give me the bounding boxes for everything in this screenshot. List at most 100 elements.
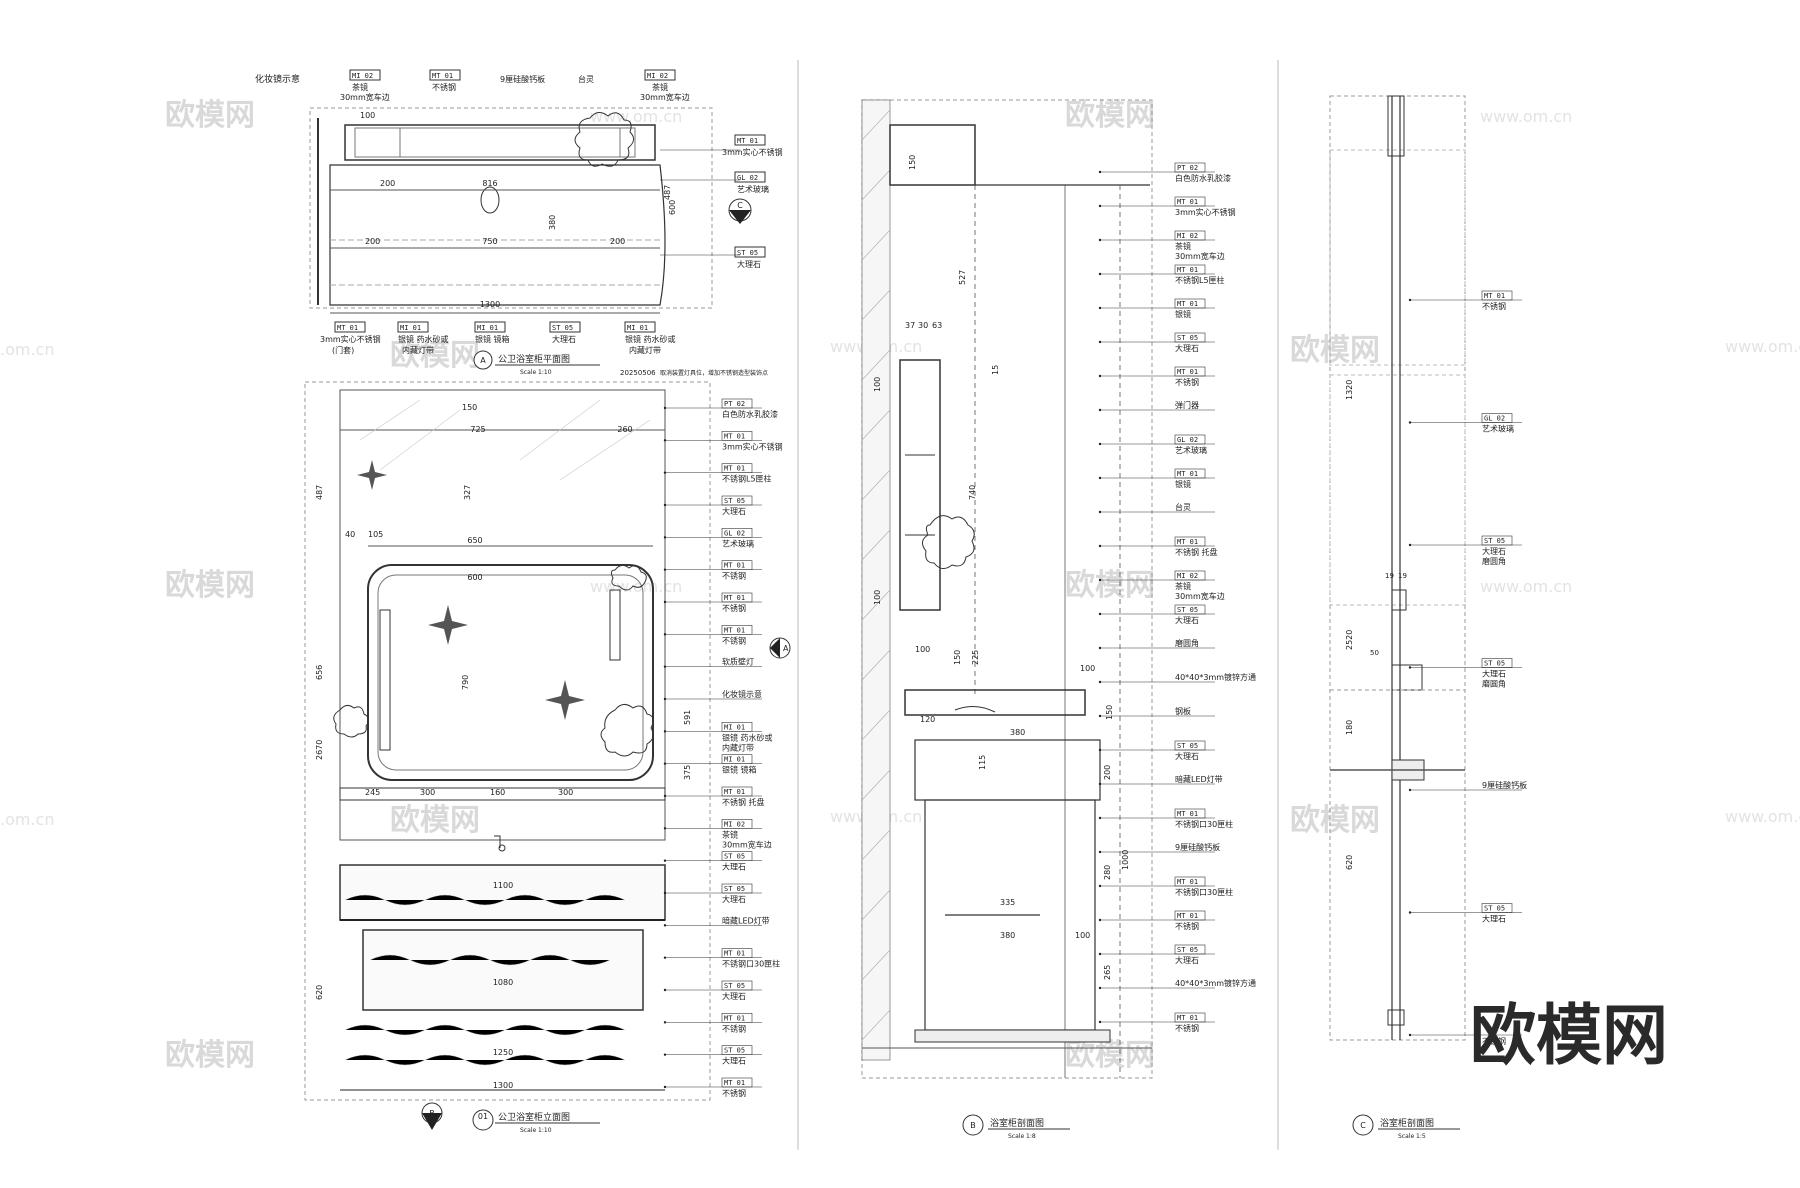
dim-40: 40: [345, 530, 355, 539]
revision-cloud: [574, 112, 634, 167]
corner-watermark: 欧模网: [1470, 997, 1668, 1074]
material-text: 银镜 药水砂或: [722, 732, 773, 742]
material-text: 艺术玻璃: [1175, 445, 1207, 455]
dim-b-280: 280: [1103, 865, 1112, 880]
material-text-2: 内藏灯带: [722, 742, 754, 752]
material-tag: MI 02: [1177, 232, 1198, 240]
callout-label: 台灵: [1175, 502, 1191, 512]
material-tag: MT 01: [1177, 300, 1198, 308]
dim-b-100c: 100: [915, 645, 930, 654]
dim-b-100e: 100: [1075, 931, 1090, 940]
callout-label: 9厘硅酸钙板: [1175, 842, 1220, 852]
watermark-site: www.om.cn: [590, 107, 682, 126]
material-tag: MT 01: [1177, 538, 1198, 546]
wall-hatch: [861, 99, 891, 1061]
dim-c-2520: 2520: [1345, 630, 1354, 650]
material-tag: GL 02: [1177, 436, 1198, 444]
dim-487: 487: [663, 185, 672, 200]
dim-150: 150: [462, 403, 477, 412]
watermark-logo: 欧模网: [1065, 568, 1155, 603]
dim-816: 816: [482, 179, 497, 188]
callout-label: 暗藏LED灯带: [722, 915, 770, 925]
callout-tea-mirror-edge: 30mm宽车边: [340, 92, 390, 102]
dim-591: 591: [683, 710, 692, 725]
elevation-border: [304, 381, 711, 1101]
dim-b-380b: 380: [1000, 931, 1015, 940]
callout-solid-steel: 3mm实心不锈钢: [722, 147, 783, 157]
vanity-top-plan: [329, 164, 666, 306]
material-tag: MT 01: [724, 1079, 745, 1087]
dim-b-740: 740: [968, 485, 977, 500]
dim-b-37: 37: [905, 321, 915, 330]
elevation-scale: Scale 1:10: [520, 1127, 552, 1134]
material-tag: MT 01: [1177, 266, 1198, 274]
material-text: 大理石: [1175, 751, 1199, 761]
callout-tea-mirror-2: 茶镜: [652, 82, 668, 92]
callout-label: 软质壁灯: [722, 657, 754, 667]
watermark-site: .om.cn: [0, 810, 54, 829]
material-text: 大理石: [1175, 615, 1199, 625]
material-tag: ST 05: [724, 885, 745, 893]
dim-b-15: 15: [991, 365, 1000, 375]
material-text: 大理石: [1175, 955, 1199, 965]
material-text: 大理石: [722, 506, 746, 516]
revision-cloud: [610, 564, 647, 591]
tag-mt01-r: MT 01: [737, 137, 758, 145]
material-text: 茶镜: [722, 829, 738, 839]
dim-b-150c: 150: [953, 650, 962, 665]
dim-487: 487: [315, 485, 324, 500]
material-tag: ST 05: [724, 853, 745, 861]
material-text: 大理石: [1482, 546, 1506, 556]
material-tag: ST 05: [1177, 334, 1198, 342]
drawer-section: [914, 739, 1101, 801]
material-tag: MT 01: [724, 788, 745, 796]
watermark-logo: 欧模网: [165, 1038, 255, 1073]
material-text: 不锈钢: [1175, 921, 1199, 931]
material-text: 银镜: [1175, 479, 1191, 489]
material-text: 大理石: [1482, 669, 1506, 679]
callout-label: 暗藏LED灯带: [1175, 774, 1223, 784]
material-tag: MT 01: [724, 1014, 745, 1022]
tag-mt01: MT 01: [432, 72, 453, 80]
dim-c-19a: 19: [1385, 572, 1394, 580]
material-tag: ST 05: [1177, 606, 1198, 614]
dim-600: 600: [668, 200, 677, 215]
material-tag: MT 01: [724, 950, 745, 958]
tag-bottom-5: MI 01: [627, 324, 648, 332]
material-text: 3mm实心不锈钢: [1175, 207, 1236, 217]
tag-gl02: GL 02: [737, 174, 758, 182]
section-c-scale: Scale 1:5: [1398, 1133, 1426, 1140]
material-text: 银镜 镜箱: [722, 765, 757, 775]
dim-b-335: 335: [1000, 898, 1015, 907]
dim-c-1320: 1320: [1345, 380, 1354, 400]
callout-tea-mirror: 茶镜: [352, 82, 368, 92]
material-text: 不锈钢口30匣柱: [1175, 887, 1233, 897]
material-text: 不锈钢: [1175, 377, 1199, 387]
material-text: 茶镜: [1175, 241, 1191, 251]
tag-bottom-1: MT 01: [337, 324, 358, 332]
dim-c-19b: 19: [1398, 572, 1407, 580]
callout-makeup-mirror: 化妆镜示意: [255, 73, 300, 85]
callout-silver-mirror-2: 银镜 药水砂或: [625, 334, 676, 344]
callout-label: 9厘硅酸钙板: [1482, 780, 1527, 790]
material-tag: MI 01: [724, 756, 745, 764]
material-text: 大理石: [722, 1056, 746, 1066]
material-text: 艺术玻璃: [1482, 424, 1514, 434]
dim-160: 160: [490, 788, 505, 797]
elevation-view: 650 600 725 260 40 105 300 160 300 245 1…: [304, 381, 791, 1134]
mirror-cabinet-plan: [344, 124, 656, 161]
dim-380: 380: [548, 215, 557, 230]
material-tag: ST 05: [1484, 537, 1505, 545]
material-text: 不锈钢: [1175, 1023, 1199, 1033]
vanity-cabinet: [362, 929, 644, 1011]
ceiling-bulkhead: [889, 124, 976, 186]
watermark-logo: 欧模网: [1290, 333, 1380, 368]
dim-1100: 1100: [493, 881, 513, 890]
callout-mirror-box: 银镜 镜箱: [475, 334, 510, 344]
dim-620: 620: [315, 985, 324, 1000]
dim-1300: 1300: [493, 1081, 513, 1090]
material-text: 不锈钢L5匣柱: [722, 474, 772, 484]
material-tag: MT 01: [1177, 1014, 1198, 1022]
